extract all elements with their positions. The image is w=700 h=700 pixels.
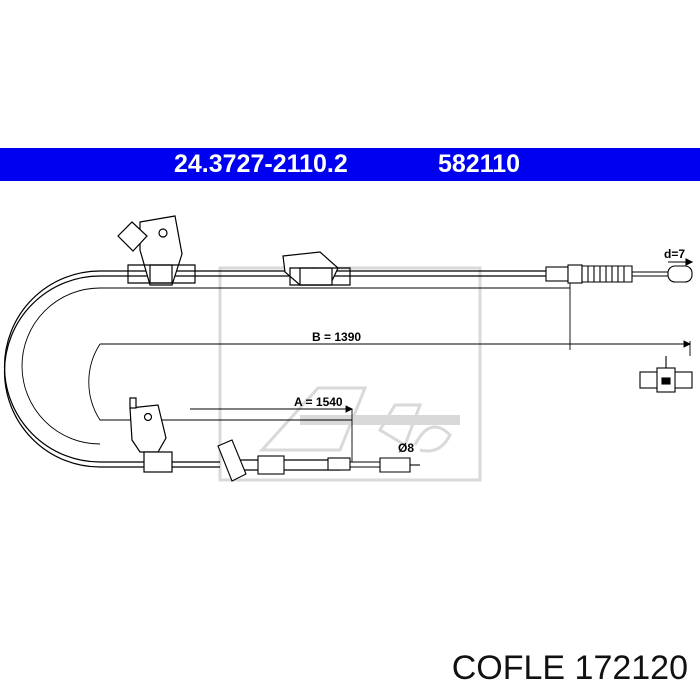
part-number: 24.3727-2110.2 (174, 150, 348, 178)
mounting-bracket-lower-left (129, 397, 173, 473)
dimension-b-label: B = 1390 (312, 330, 361, 344)
end-fitting-diameter-label: Ø8 (398, 441, 414, 455)
footer-code: COFLE 172120 (452, 649, 688, 688)
dimension-a (190, 405, 354, 462)
mounting-bracket-middle (282, 251, 351, 286)
end-diameter-label: d=7 (664, 247, 685, 261)
cable-end-fitting-lower (217, 439, 420, 482)
section-detail (639, 356, 693, 393)
brand-name: COFLE (451, 649, 566, 687)
cable-end-fitting-right (545, 258, 694, 284)
part-number-banner: 24.3727-2110.2 582110 (0, 148, 700, 181)
article-code: 172120 (574, 649, 688, 687)
reference-number: 582110 (438, 150, 521, 178)
mounting-bracket-top-left (117, 215, 196, 286)
dimension-b (88, 271, 692, 421)
dimension-a-label: A = 1540 (294, 395, 343, 409)
brake-cable (3, 270, 570, 471)
ate-logo-watermark (218, 266, 482, 482)
